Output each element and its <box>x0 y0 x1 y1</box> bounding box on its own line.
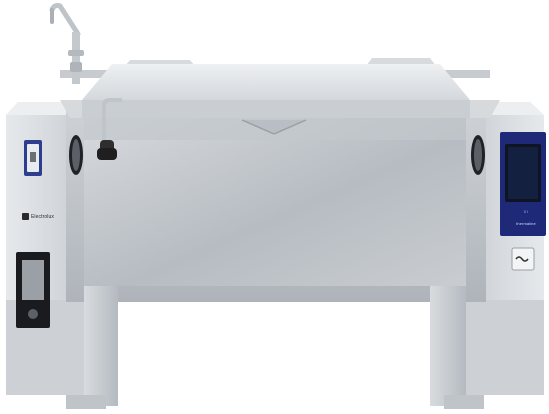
left-switch[interactable] <box>24 140 42 176</box>
wave-icon[interactable] <box>511 247 535 271</box>
brand-logo: Electrolux <box>22 213 66 220</box>
panel-brand-label: thermaline <box>516 221 536 226</box>
legs <box>66 286 484 409</box>
water-faucet[interactable] <box>49 3 84 85</box>
electrolux-logo-icon <box>22 213 29 220</box>
water-dosing-window[interactable] <box>16 252 50 328</box>
pan-lid[interactable] <box>82 64 470 135</box>
lid-handle[interactable] <box>97 98 122 160</box>
pan-body <box>84 118 466 286</box>
screen-status: 0 I <box>523 209 529 214</box>
side-pivots <box>69 135 485 175</box>
control-panel <box>500 132 546 236</box>
brand-logo-text: Electrolux <box>31 213 54 220</box>
